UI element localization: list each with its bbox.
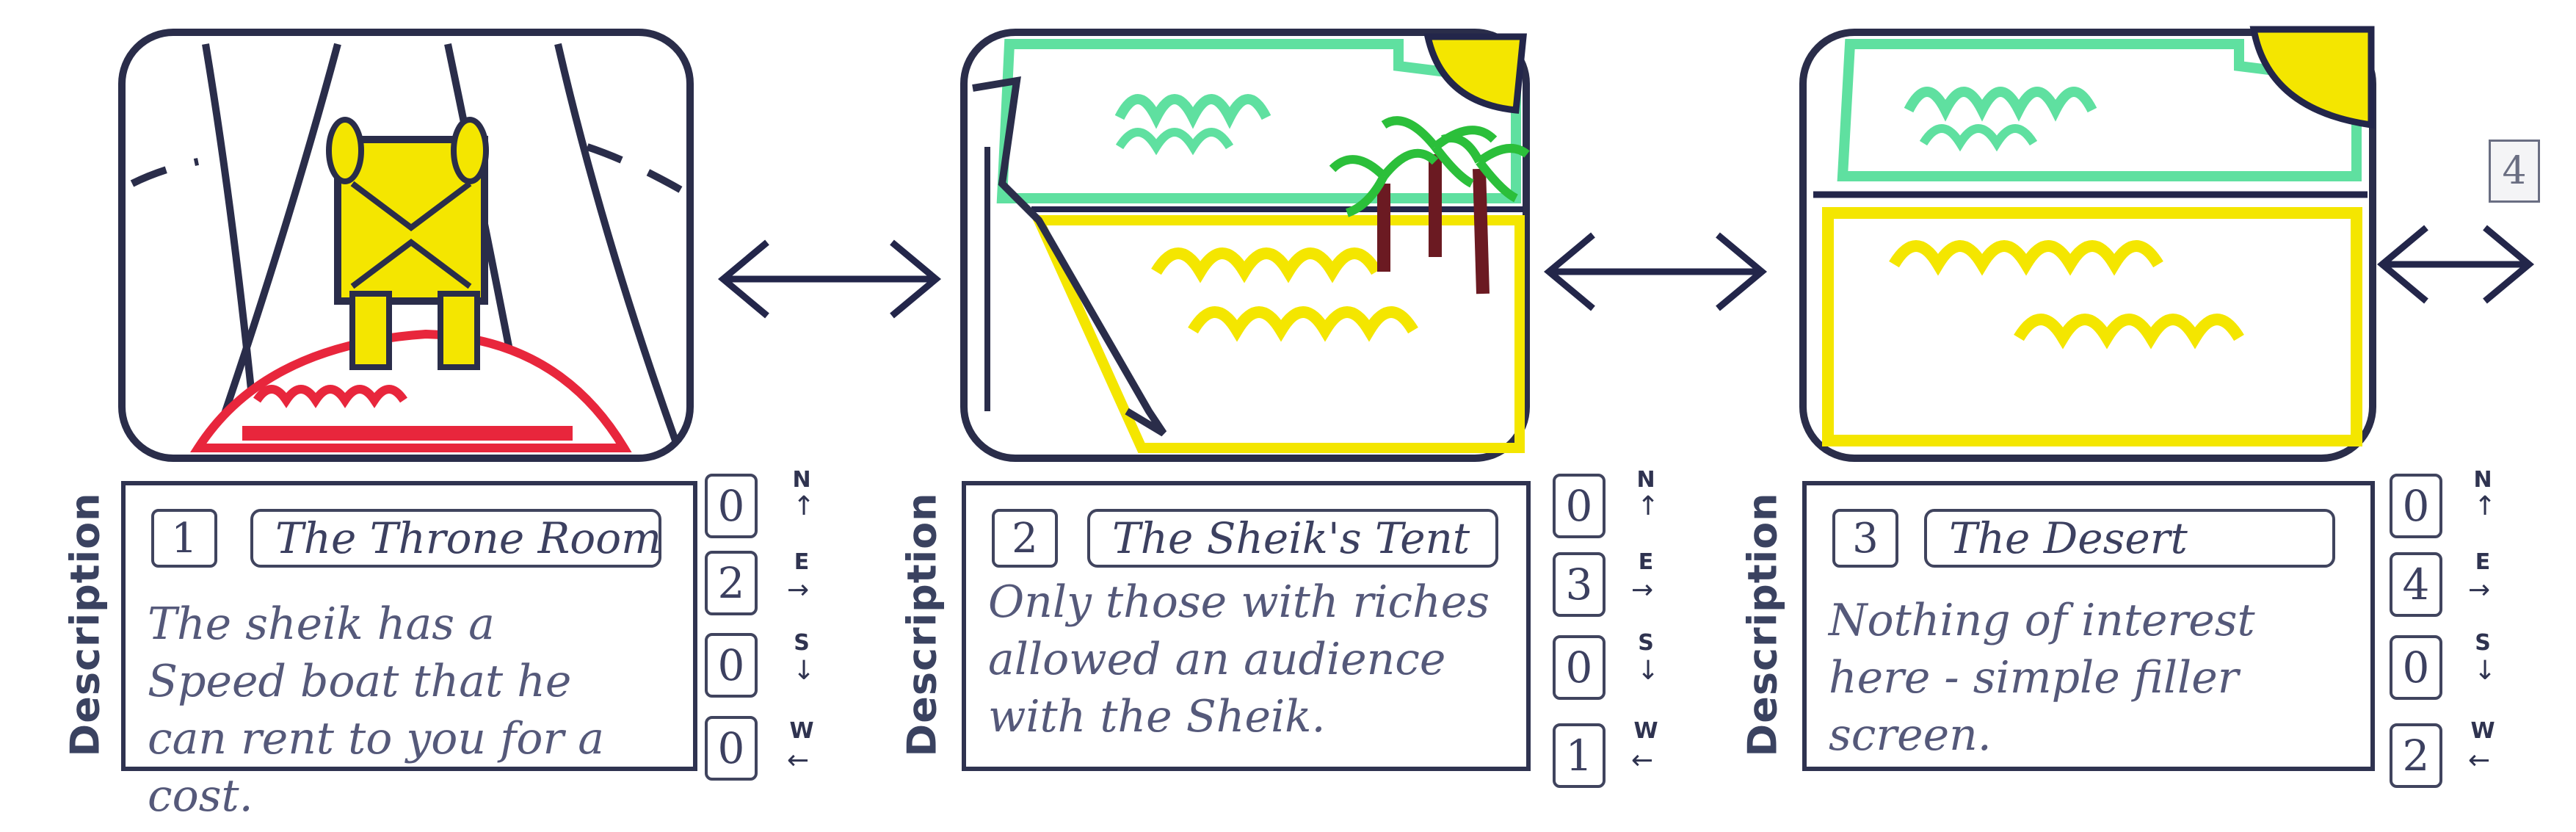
link-arrow-2-3 xyxy=(1543,232,1768,311)
description-label: Description xyxy=(1739,491,1786,757)
dir-n-label: N xyxy=(1636,467,1655,493)
link-arrow-3-4 xyxy=(2376,225,2535,304)
room-card-1: 1 The Throne Room The sheik has a Speed … xyxy=(121,481,697,822)
arrow-south-icon: ↓ xyxy=(1637,656,1660,686)
room-description: Nothing of interest here - simple filler… xyxy=(1829,595,2255,761)
dir-s-label: S xyxy=(1638,630,1654,656)
arrow-north-icon: ↑ xyxy=(1637,491,1660,521)
exit-north: 0 xyxy=(705,474,758,538)
exit-east: 2 xyxy=(705,551,758,615)
arrow-west-icon: ← xyxy=(787,745,810,775)
room-number: 1 xyxy=(151,509,217,568)
exit-west: 0 xyxy=(705,716,758,781)
exit-east: 4 xyxy=(2390,552,2442,617)
room-number: 3 xyxy=(1832,509,1898,568)
dir-w-label: W xyxy=(789,718,814,744)
exit-north: 0 xyxy=(1553,474,1606,538)
exit-south: 0 xyxy=(705,633,758,698)
scene-oasis-beach xyxy=(958,0,1531,470)
arrow-south-icon: ↓ xyxy=(793,656,816,686)
dir-n-label: N xyxy=(2473,467,2492,493)
arrow-west-icon: ← xyxy=(1631,745,1654,775)
exit-west: 2 xyxy=(2390,723,2442,788)
room-description: The sheik has a Speed boat that he can r… xyxy=(148,598,605,822)
room-title: The Desert xyxy=(1924,509,2335,568)
room-description: Only those with riches allowed an audien… xyxy=(988,576,1490,742)
room-title: The Sheik's Tent xyxy=(1087,509,1498,568)
room-title: The Throne Room xyxy=(250,509,661,568)
description-label: Description xyxy=(899,491,946,757)
description-label: Description xyxy=(62,491,109,757)
arrow-east-icon: → xyxy=(2468,575,2491,605)
scene-throne-room xyxy=(117,0,697,470)
room-card-3: 3 The Desert Nothing of interest here - … xyxy=(1802,481,2375,771)
room-card-2: 2 The Sheik's Tent Only those with riche… xyxy=(962,481,1531,771)
dir-n-label: N xyxy=(792,467,811,493)
dir-w-label: W xyxy=(2470,718,2495,744)
arrow-north-icon: ↑ xyxy=(793,491,816,521)
page-number: 4 xyxy=(2489,140,2540,203)
link-arrow-1-2 xyxy=(717,239,942,319)
dir-e-label: E xyxy=(794,549,810,575)
scene-desert xyxy=(1799,0,2379,470)
exit-north: 0 xyxy=(2390,474,2442,538)
room-number: 2 xyxy=(992,509,1058,568)
arrow-west-icon: ← xyxy=(2468,745,2491,775)
dir-w-label: W xyxy=(1633,718,1658,744)
exit-south: 0 xyxy=(1553,635,1606,700)
exit-west: 1 xyxy=(1553,723,1606,788)
arrow-south-icon: ↓ xyxy=(2474,656,2497,686)
arrow-north-icon: ↑ xyxy=(2474,491,2497,521)
exit-east: 3 xyxy=(1553,552,1606,617)
dir-e-label: E xyxy=(1638,549,1654,575)
dir-e-label: E xyxy=(2475,549,2491,575)
dir-s-label: S xyxy=(794,630,810,656)
arrow-east-icon: → xyxy=(1631,575,1654,605)
dir-s-label: S xyxy=(2475,630,2491,656)
exit-south: 0 xyxy=(2390,635,2442,700)
arrow-east-icon: → xyxy=(787,575,810,605)
